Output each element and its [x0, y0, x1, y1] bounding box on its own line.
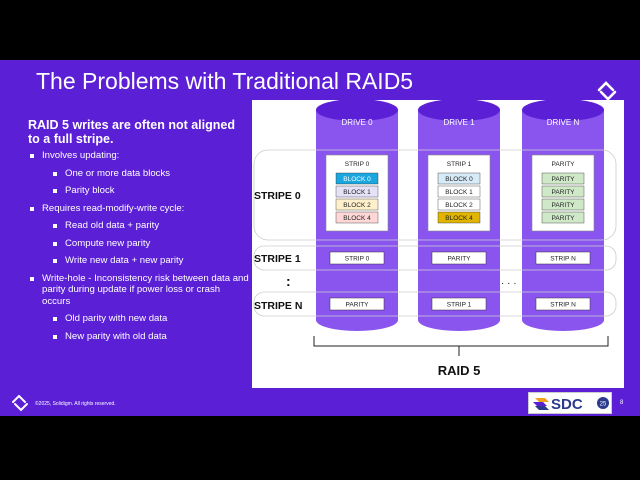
sdc-text: SDC [551, 396, 583, 413]
stripe0-strip-driven: PARITY PARITY PARITY PARITY PARITY [531, 154, 595, 232]
striben-strip-box [329, 297, 385, 311]
sub-bullet-item: One or more data blocks [28, 168, 250, 180]
stripe0-strip-drive1: STRIP 1 BLOCK 0 BLOCK 1 BLOCK 2 BLOCK 4 [427, 154, 491, 232]
drive-label: DRIVE 1 [443, 118, 475, 127]
strip-label: PARITY [346, 302, 370, 309]
stripen-strip-box [431, 297, 487, 311]
stripe-label: STRIPE 0 [254, 190, 301, 202]
block-label: BLOCK 0 [445, 176, 473, 183]
bullet-item: Involves updating: [28, 150, 250, 162]
sub-bullet-item: Parity block [28, 185, 250, 197]
block-label: PARITY [552, 215, 576, 222]
strip-label: PARITY [448, 256, 472, 263]
stripe-n-outline [253, 291, 617, 317]
block-label: BLOCK 0 [343, 176, 371, 183]
drive-label: DRIVE 0 [341, 118, 373, 127]
stripe-label: STRIPE N [254, 300, 302, 312]
stripe1-strip-box [329, 251, 385, 265]
block-label: BLOCK 1 [343, 189, 371, 196]
bullet-item: Requires read-modify-write cycle: [28, 203, 250, 215]
stripe1-strip-box [535, 251, 591, 265]
sub-bullet-item: New parity with old data [28, 331, 250, 343]
block-label: PARITY [552, 176, 576, 183]
block-label: PARITY [552, 189, 576, 196]
strip-title: STRIP 0 [345, 161, 370, 168]
strip-label: STRIP N [550, 302, 576, 309]
solidigm-logo-icon [597, 81, 617, 101]
sub-bullet-item: Write new data + new parity [28, 255, 250, 267]
vertical-ellipsis: : [286, 273, 291, 289]
stripe-0-outline [253, 149, 617, 241]
slide-title: The Problems with Traditional RAID5 [36, 68, 414, 94]
solidigm-footer-logo-icon [12, 394, 28, 412]
block-label: BLOCK 2 [445, 202, 473, 209]
bullet-list: RAID 5 writes are often not aligned to a… [28, 118, 250, 348]
bullet-item: Write-hole - Inconsistency risk between … [28, 273, 250, 308]
block-label: BLOCK 2 [343, 202, 371, 209]
sub-bullet-item: Old parity with new data [28, 313, 250, 325]
raid-label: RAID 5 [438, 363, 481, 378]
raid-diagram-panel: DRIVE 0 DRIVE 1 DRIVE N STRIPE 0 STRIPE … [252, 99, 624, 388]
footer-copyright: ©2025, Solidigm. All rights reserved. [35, 401, 116, 407]
stripe0-strip-drive0: STRIP 0 BLOCK 0 BLOCK 1 BLOCK 2 BLOCK 4 [325, 154, 389, 232]
stripe1-strip-box [431, 251, 487, 265]
horizontal-ellipsis: · · · [501, 278, 517, 289]
page-number: 8 [620, 400, 624, 406]
strip-label: STRIP 1 [447, 302, 472, 309]
strip-label: STRIP 0 [345, 256, 370, 263]
sub-bullet-item: Compute new parity [28, 238, 250, 250]
stripe-label: STRIPE 1 [254, 253, 301, 265]
block-label: BLOCK 4 [445, 215, 473, 222]
strip-title: STRIP 1 [447, 161, 472, 168]
sdc-badge: 25 [600, 402, 607, 408]
block-label: BLOCK 1 [445, 189, 473, 196]
sdc-logo: SDC 25 [528, 392, 612, 414]
slide-heading: RAID 5 writes are often not aligned to a… [28, 118, 235, 146]
strip-label: STRIP N [550, 256, 576, 263]
block-label: BLOCK 4 [343, 215, 371, 222]
sub-bullet-item: Read old data + parity [28, 220, 250, 232]
block-label: PARITY [552, 202, 576, 209]
raid-bracket [313, 336, 609, 356]
strip-title: PARITY [552, 161, 576, 168]
stripen-strip-box [535, 297, 591, 311]
slide: The Problems with Traditional RAID5 RAID… [0, 60, 640, 416]
stripe-1-outline [253, 245, 617, 271]
raid5-diagram: DRIVE 0 DRIVE 1 DRIVE N STRIPE 0 STRIPE … [253, 99, 617, 378]
drive-label: DRIVE N [547, 118, 580, 127]
